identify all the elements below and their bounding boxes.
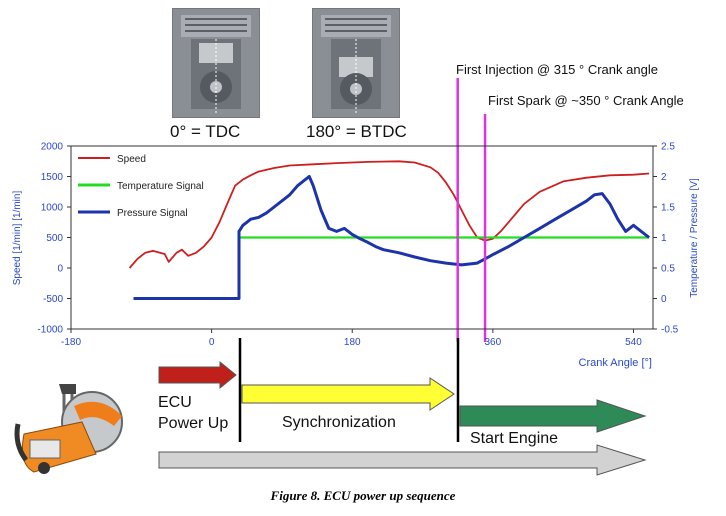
pressure-line bbox=[133, 175, 651, 300]
y-tick-label: -500 bbox=[43, 294, 63, 305]
legend-pressure-label: Pressure Signal bbox=[117, 208, 188, 219]
ecu-power-up-arrow bbox=[158, 360, 237, 390]
figure-caption: Figure 8. ECU power up sequence bbox=[270, 488, 456, 503]
x-tick-label: 180 bbox=[344, 337, 361, 348]
y-tick-label: 1500 bbox=[41, 172, 64, 183]
ecu-label-line2: Power Up bbox=[158, 415, 229, 432]
y-tick-label: -1000 bbox=[37, 325, 63, 336]
timeline-arrow bbox=[158, 444, 647, 476]
legend: Speed Temperature Signal Pressure Signal bbox=[78, 154, 204, 219]
speed-line bbox=[128, 160, 650, 269]
tdc-engine-photo bbox=[172, 8, 260, 118]
y-axis-label: Speed [1/min] [1/min] bbox=[12, 191, 23, 286]
x-tick-label: 0 bbox=[209, 337, 215, 348]
chainsaw-image bbox=[14, 384, 123, 474]
y-tick-label: 1000 bbox=[41, 203, 64, 214]
first-spark-label: First Spark @ ~350 ° Crank Angle bbox=[488, 93, 684, 108]
btdc-engine-photo bbox=[312, 8, 400, 118]
y2-axis-label: Temperature / Pressure [V] bbox=[689, 178, 700, 298]
x-tick-label: 360 bbox=[485, 337, 502, 348]
ecu-label-line1: ECU bbox=[158, 394, 192, 411]
first-injection-label: First Injection @ 315 ° Crank angle bbox=[456, 62, 658, 77]
y-tick-label: 500 bbox=[46, 233, 63, 244]
y2-tick-label: 0.5 bbox=[661, 264, 675, 275]
tdc-label: 0° = TDC bbox=[170, 122, 241, 141]
x-tick-label: -180 bbox=[61, 337, 81, 348]
y2-tick-label: 2.5 bbox=[661, 142, 675, 153]
legend-speed-label: Speed bbox=[117, 154, 146, 165]
start-engine-arrow bbox=[459, 399, 647, 433]
x-axis-label: Crank Angle [°] bbox=[579, 357, 653, 369]
y2-tick-label: 1.5 bbox=[661, 203, 675, 214]
y2-tick-label: -0.5 bbox=[661, 325, 679, 336]
y-tick-label: 0 bbox=[57, 264, 63, 275]
y2-tick-label: 1 bbox=[661, 233, 667, 244]
x-tick-label: 540 bbox=[625, 337, 642, 348]
sequence-diagram bbox=[158, 338, 647, 476]
y2-tick-label: 2 bbox=[661, 172, 667, 183]
start-engine-label: Start Engine bbox=[470, 430, 559, 447]
crank-angle-chart: -180 0 180 360 540 -1000 -500 0 500 1000 1500 2000 -… bbox=[12, 78, 700, 369]
y-tick-label: 2000 bbox=[41, 142, 64, 153]
synchronization-arrow bbox=[241, 377, 455, 411]
synchronization-label: Synchronization bbox=[282, 414, 396, 431]
y2-tick-label: 0 bbox=[661, 294, 667, 305]
legend-temperature-label: Temperature Signal bbox=[117, 181, 204, 192]
btdc-label: 180° = BTDC bbox=[306, 122, 407, 141]
